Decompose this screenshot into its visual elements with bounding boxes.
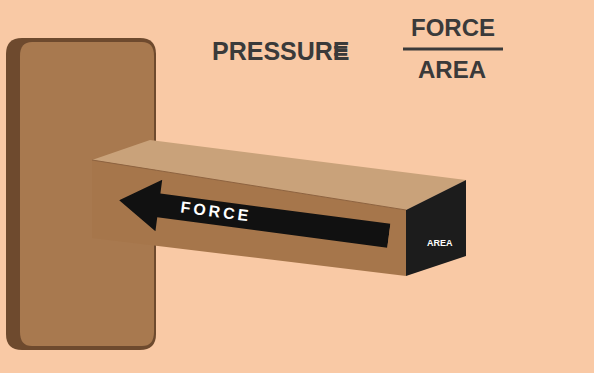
equation-term: PRESSURE: [212, 37, 350, 66]
equation-denominator: AREA: [418, 56, 486, 84]
face-label: AREA: [427, 238, 453, 248]
area-face: AREA: [406, 180, 466, 276]
bar-side-face: [92, 160, 406, 276]
area-face-shape: [406, 180, 466, 276]
equals-sign: =: [333, 36, 348, 67]
equation-numerator: FORCE: [411, 14, 495, 42]
fraction-bar: [403, 48, 503, 51]
